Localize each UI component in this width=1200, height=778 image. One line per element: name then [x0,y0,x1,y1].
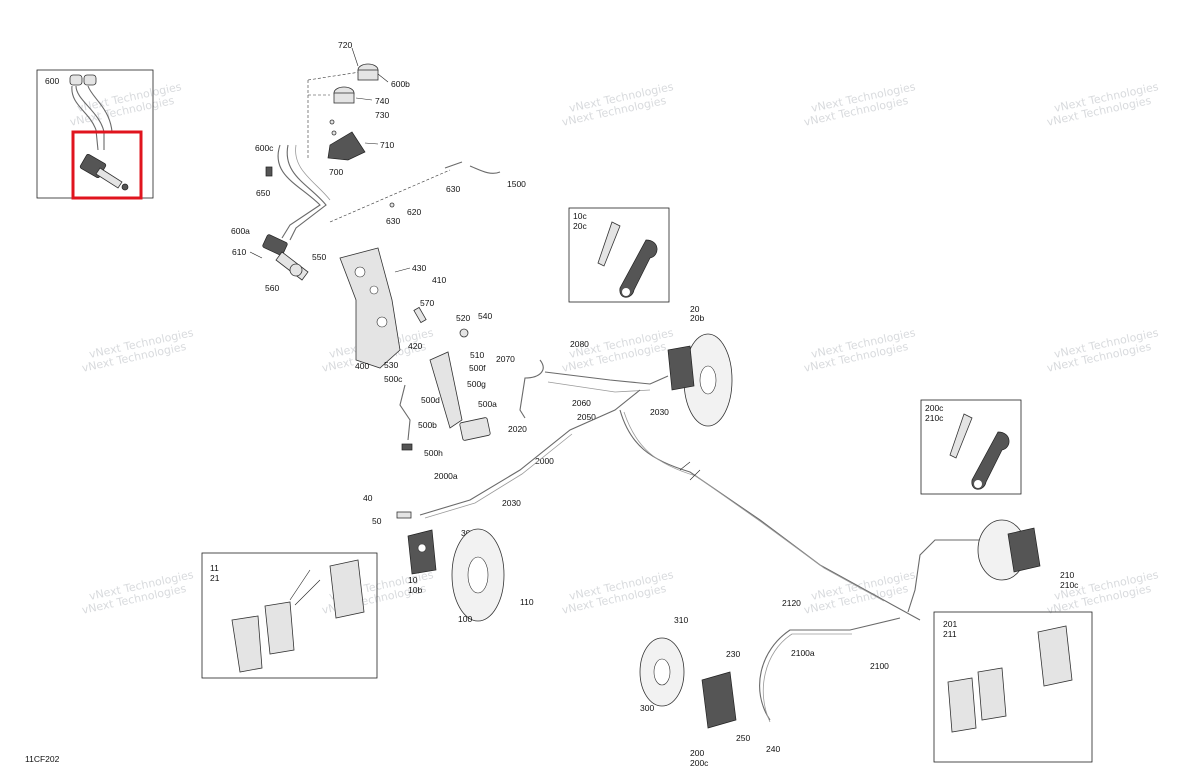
callout-560[interactable]: 560 [265,283,279,293]
master-cylinder: 600a 610 550 560 [231,226,326,293]
callout-10c[interactable]: 10c [573,211,587,221]
callout-630b[interactable]: 630 [386,216,400,226]
callout-20b[interactable]: 20b [690,313,704,323]
callout-10[interactable]: 10 [408,575,418,585]
callout-620[interactable]: 620 [407,207,421,217]
callout-500d[interactable]: 500d [421,395,440,405]
callout-2020[interactable]: 2020 [508,424,527,434]
callout-210cb[interactable]: 210c [1060,580,1079,590]
highlight-box [71,130,143,200]
callout-10b[interactable]: 10b [408,585,422,595]
callout-20[interactable]: 20 [690,304,700,314]
callout-300[interactable]: 300 [640,703,654,713]
callout-740[interactable]: 740 [375,96,389,106]
callout-200c[interactable]: 200c [925,403,944,413]
callout-201[interactable]: 201 [943,619,957,629]
rear-right-brake: 210 210c 2120 2100a 2100 [782,519,1079,671]
callout-210[interactable]: 210 [1060,570,1074,580]
callout-210c[interactable]: 210c [925,413,944,423]
callout-40[interactable]: 40 [363,493,373,503]
callout-100[interactable]: 100 [458,614,472,624]
callout-510[interactable]: 510 [470,350,484,360]
callout-530[interactable]: 530 [384,360,398,370]
callout-600a[interactable]: 600a [231,226,250,236]
front-left-brake: 40 50 30 10 10b 110 100 [363,493,534,624]
callout-200cb[interactable]: 200c [690,758,709,768]
callout-1500[interactable]: 1500 [507,179,526,189]
inset-bleeder-rear[interactable]: 200c 210c [920,399,1022,495]
callout-520[interactable]: 520 [456,313,470,323]
callout-500g[interactable]: 500g [467,379,486,389]
callout-2070[interactable]: 2070 [496,354,515,364]
callout-240[interactable]: 240 [766,744,780,754]
callout-20c[interactable]: 20c [573,221,587,231]
inset-600[interactable]: 600 [36,69,154,200]
callout-630a[interactable]: 630 [446,184,460,194]
callout-400[interactable]: 400 [355,361,369,371]
pedal-bracket: 430 410 570 520 540 420 510 530 400 500f… [339,247,497,458]
callout-2030a[interactable]: 2030 [650,407,669,417]
callout-200[interactable]: 200 [690,748,704,758]
inset-bleeder-front[interactable]: 10c 20c [568,207,670,303]
callout-600[interactable]: 600 [45,76,59,86]
callout-410[interactable]: 410 [432,275,446,285]
callout-500h[interactable]: 500h [424,448,443,458]
brake-lines [419,359,1001,723]
callout-710[interactable]: 710 [380,140,394,150]
callout-2000a[interactable]: 2000a [434,471,458,481]
callout-2120[interactable]: 2120 [782,598,801,608]
callout-2080[interactable]: 2080 [570,339,589,349]
callout-720[interactable]: 720 [338,40,352,50]
callout-250[interactable]: 250 [736,733,750,743]
callout-30[interactable]: 30 [461,528,471,538]
callout-50[interactable]: 50 [372,516,382,526]
front-right-brake: 20 20b 2080 2070 2060 2050 2030 2020 200… [434,304,733,508]
callout-500c[interactable]: 500c [384,374,403,384]
callout-2000[interactable]: 2000 [535,456,554,466]
callout-11[interactable]: 11 [210,563,219,573]
callout-2050[interactable]: 2050 [577,412,596,422]
callout-600c[interactable]: 600c [255,143,274,153]
inset-pads-rear[interactable]: 201 211 [933,611,1093,763]
callout-570[interactable]: 570 [420,298,434,308]
callout-430[interactable]: 430 [412,263,426,273]
rear-left-brake: 310 300 230 250 240 200 200c [639,615,780,768]
master-cylinder-hoses: 600c 650 630 1500 620 630 [255,143,526,241]
callout-500a[interactable]: 500a [478,399,497,409]
callout-420[interactable]: 420 [408,341,422,351]
callout-730[interactable]: 730 [375,110,389,120]
callout-211[interactable]: 211 [943,629,957,639]
callout-650[interactable]: 650 [256,188,270,198]
callout-2030b[interactable]: 2030 [502,498,521,508]
reservoir-group: 720 600b 740 730 710 700 [307,40,410,177]
callout-610[interactable]: 610 [232,247,246,257]
callout-540[interactable]: 540 [478,311,492,321]
callout-550[interactable]: 550 [312,252,326,262]
figure-code: 11CF202 [25,754,60,764]
callout-2100[interactable]: 2100 [870,661,889,671]
callout-230[interactable]: 230 [726,649,740,659]
callout-2100a[interactable]: 2100a [791,648,815,658]
callout-500f[interactable]: 500f [469,363,486,373]
callout-21[interactable]: 21 [210,573,220,583]
callout-2060[interactable]: 2060 [572,398,591,408]
inset-pads-front[interactable]: 11 21 [201,552,378,679]
callout-600b[interactable]: 600b [391,79,410,89]
callout-500b[interactable]: 500b [418,420,437,430]
callout-310[interactable]: 310 [674,615,688,625]
callout-110[interactable]: 110 [520,597,534,607]
callout-700[interactable]: 700 [329,167,343,177]
